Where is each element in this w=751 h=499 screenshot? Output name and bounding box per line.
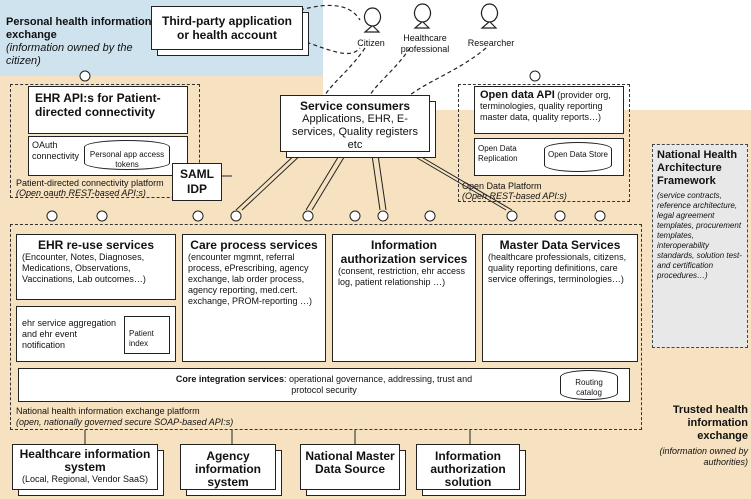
trusted-title: Trusted health information exchange (672, 404, 748, 442)
routing-catalog: Routing catalog (560, 370, 618, 400)
his-sub: (Local, Regional, Vendor SaaS) (21, 474, 149, 484)
ehr-api-box: EHR API:s for Patient-directed connectiv… (28, 86, 188, 134)
phe-title: Personal health information exchange (6, 16, 152, 41)
saml-idp-box: SAML IDP (172, 163, 222, 201)
healthcare-professional-icon (413, 3, 432, 29)
trusted-sub: (information owned by authorities) (659, 446, 748, 467)
patient-platform-label: Patient-directed connectivity platform (16, 178, 164, 188)
ias-box: Information authorization solution (416, 444, 520, 490)
researcher-label: Researcher (467, 38, 515, 48)
third-party-app-box: Third-party application or health accoun… (151, 6, 303, 50)
open-data-api-box: Open data API (provider org, terminologi… (474, 86, 624, 134)
patient-platform-sub: (Open oauth REST-based API:s) (16, 188, 146, 198)
service-consumers-body: Applications, EHR, E-services, Quality r… (292, 113, 418, 151)
open-data-store: Open Data Store (544, 142, 612, 172)
master-data-body: (healthcare professionals, citizens, qua… (488, 252, 627, 284)
phe-subtitle: (information owned by the citizen) (6, 42, 133, 67)
core-title: Core integration services (175, 374, 284, 384)
saml-line1: SAML (180, 167, 214, 181)
open-data-replication-label: Open Data Replication (478, 144, 518, 163)
his-title: Healthcare information system (19, 447, 151, 474)
info-auth-body: (consent, restriction, ehr access log, p… (338, 266, 466, 287)
patient-directed-platform (10, 84, 200, 198)
ehr-reuse-body: (Encounter, Notes, Diagnoses, Medication… (22, 252, 146, 284)
open-data-platform (458, 84, 630, 202)
patient-index-box: Patient index (124, 316, 170, 354)
oauth-label: OAuth connectivity (32, 140, 80, 161)
info-auth-title: Information authorization services (340, 238, 468, 266)
nhaf-body: (service contracts, reference architectu… (657, 191, 742, 280)
aggregation-text: ehr service aggregation and ehr event no… (22, 318, 117, 350)
saml-line2: IDP (186, 182, 207, 196)
core-body: : operational governance, addressing, tr… (283, 374, 473, 395)
service-consumers-box: Service consumers Applications, EHR, E-s… (280, 95, 430, 152)
citizen-icon (363, 7, 382, 33)
researcher-icon (480, 3, 499, 29)
ehr-reuse-box: EHR re-use services (Encounter, Notes, D… (16, 234, 176, 300)
nhiep-sub: (open, nationally governed secure SOAP-b… (16, 417, 234, 427)
open-data-platform-sub: (Open REST-based API:s) (462, 191, 567, 201)
service-consumers-title: Service consumers (299, 99, 411, 113)
nmds-box: National Master Data Source (300, 444, 400, 490)
care-process-title: Care process services (190, 238, 318, 252)
open-data-api-body: (provider org, terminologies, quality re… (480, 90, 611, 122)
national-platform (10, 224, 642, 430)
access-tokens-store: Personal app access tokens (84, 140, 170, 170)
nhaf-title: National Health Architecture Framework (657, 149, 738, 187)
open-data-platform-label: Open Data Platform (462, 181, 542, 191)
nhiep-title: National health information exchange pla… (16, 406, 200, 416)
hp-label-2: professional (400, 44, 450, 54)
his-box: Healthcare information system (Local, Re… (12, 444, 158, 490)
care-process-box: Care process services (encounter mgmnt, … (182, 234, 326, 362)
master-data-box: Master Data Services (healthcare profess… (482, 234, 638, 362)
open-data-api-title: Open data API (480, 89, 555, 101)
care-process-body: (encounter mgmnt, referral process, ePre… (188, 252, 313, 306)
master-data-title: Master Data Services (499, 238, 621, 252)
core-integration-box: Core integration services: operational g… (18, 368, 630, 402)
agency-box: Agency information system (180, 444, 276, 490)
ehr-reuse-title: EHR re-use services (37, 238, 155, 252)
citizen-label: Citizen (357, 38, 385, 48)
info-auth-box: Information authorization services (cons… (332, 234, 476, 362)
nhaf-box: National Health Architecture Framework (… (652, 144, 748, 348)
hp-label-1: Healthcare (403, 33, 447, 43)
